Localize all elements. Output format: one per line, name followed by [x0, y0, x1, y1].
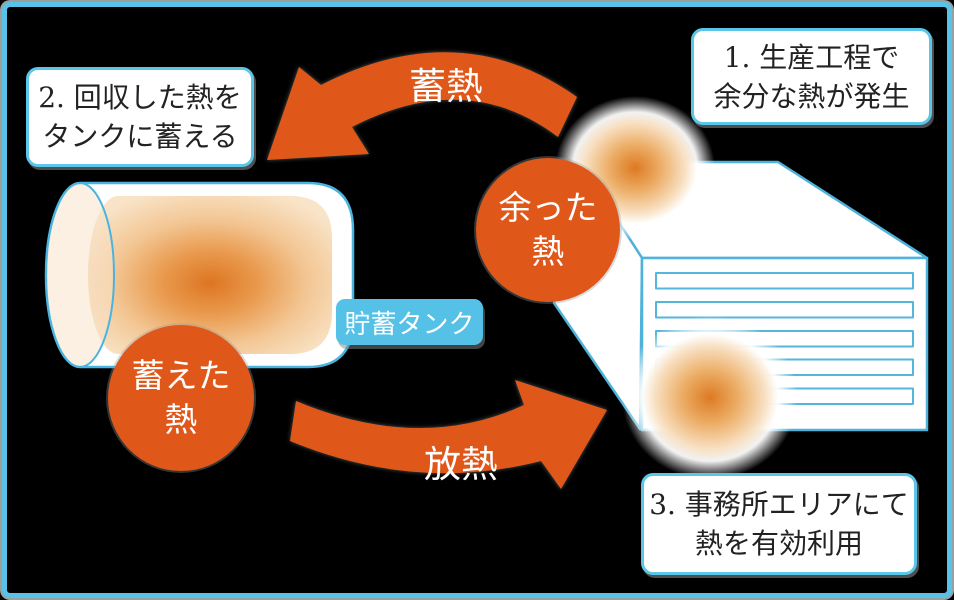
store-heat-arrow: [267, 52, 577, 160]
step-1-line-1: 1. 生産工程で: [723, 40, 900, 74]
building-window-slat: [655, 272, 914, 290]
store-heat-arrow-label: 蓄熱: [409, 65, 483, 108]
tank-endcap: [45, 182, 115, 368]
surplus-heat-label-line2: 熱: [531, 232, 565, 271]
step-3-line-2: 熱を有効利用: [694, 527, 863, 560]
step-1-box: 1. 生産工程で 余分な熱が発生: [691, 28, 932, 125]
step-3-box: 3. 事務所エリアにて 熱を有効利用: [641, 473, 917, 575]
tank-heat-fill: [88, 196, 332, 354]
storage-tank: [44, 181, 355, 369]
surplus-heat-label-line1: 余った: [498, 188, 598, 227]
step-1-line-2: 余分な熱が発生: [713, 79, 910, 113]
step-2-line-1: 2. 回収した熱を: [38, 81, 242, 114]
tank-name-tag: 貯蓄タンク: [336, 299, 483, 345]
stored-heat-label-line2: 熱: [164, 400, 198, 439]
step-3-line-1: 3. 事務所エリアにて: [649, 488, 909, 521]
release-heat-arrow: [290, 380, 607, 489]
stored-heat-label-line1: 蓄えた: [131, 356, 231, 395]
stored-heat-badge: 蓄えた 熱: [108, 325, 254, 471]
release-heat-arrow-label: 放熱: [424, 443, 498, 486]
step-2-line-2: タンクに蓄える: [42, 120, 238, 153]
step-2-box: 2. 回収した熱を タンクに蓄える: [26, 67, 254, 167]
surplus-heat-badge: 余った 熱: [476, 158, 620, 302]
